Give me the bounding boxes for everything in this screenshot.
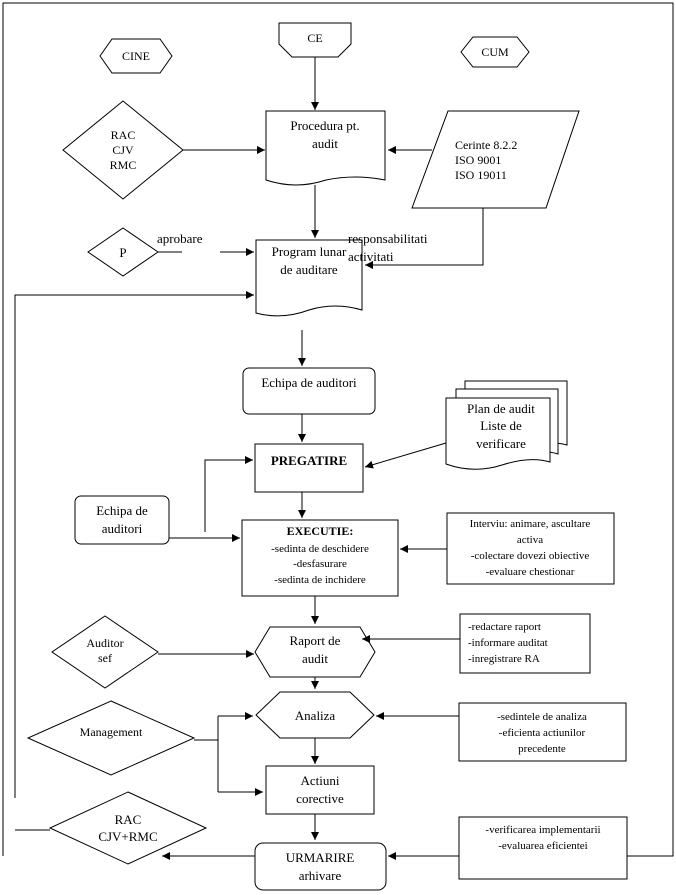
roles-line3: RMC bbox=[110, 158, 137, 172]
feedback-loop-arrow bbox=[14, 291, 254, 798]
team2-box: Echipa de auditori bbox=[74, 495, 170, 545]
corrective-line2: corective bbox=[296, 791, 344, 806]
responsibilities-line2: activitati bbox=[348, 249, 394, 264]
approval-actor: P bbox=[119, 245, 126, 260]
corrective-line1: Actiuni bbox=[301, 773, 340, 788]
roles-line2: CJV bbox=[112, 143, 134, 157]
procedure-line2: audit bbox=[312, 136, 338, 151]
followup-line2: arhivare bbox=[299, 868, 342, 883]
plan-line3: verificare bbox=[476, 436, 526, 451]
lead-auditor-diamond: Auditor sef bbox=[51, 615, 159, 689]
roles-diamond: RAC CJV RMC bbox=[62, 100, 184, 200]
requirements-line1: Cerinte 8.2.2 bbox=[455, 138, 517, 152]
interview-line1: Interviu: animare, ascultare bbox=[470, 518, 591, 530]
analysis-label: Analiza bbox=[295, 708, 336, 723]
management-label: Management bbox=[80, 725, 143, 739]
program-line2: de auditare bbox=[280, 262, 338, 277]
report-notes-line2: -informare auditat bbox=[468, 637, 548, 649]
interview-line3: -colectare dovezi obiective bbox=[471, 550, 590, 562]
management-diamond: Management bbox=[26, 700, 196, 776]
interview-box: Interviu: animare, ascultare activa -col… bbox=[446, 512, 615, 585]
followup-notes-box: -verificarea implementarii -evaluarea ef… bbox=[458, 816, 628, 880]
report-notes-line3: -inregistrare RA bbox=[468, 653, 540, 665]
program-document: Program lunar de auditare bbox=[255, 239, 363, 317]
lead-auditor-line2: sef bbox=[98, 651, 112, 665]
execution-title: EXECUTIE: bbox=[287, 524, 354, 538]
requirements-line2: ISO 9001 bbox=[455, 153, 501, 167]
report-line1: Raport de bbox=[290, 633, 341, 648]
report-notes-line1: -redactare raport bbox=[468, 621, 541, 633]
execution-line3: -sedinta de inchidere bbox=[274, 574, 366, 586]
roles2-line2: CJV+RMC bbox=[98, 829, 157, 844]
cum-header: CUM bbox=[460, 36, 530, 68]
cine-header: CINE bbox=[99, 38, 173, 74]
roles2-line1: RAC bbox=[115, 812, 142, 827]
team-box: Echipa de auditori bbox=[242, 367, 376, 415]
execution-box: EXECUTIE: -sedinta de deschidere -desfas… bbox=[241, 519, 399, 597]
interview-line2: activa bbox=[517, 534, 543, 546]
cum-label: CUM bbox=[481, 45, 509, 59]
procedure-line1: Procedura pt. bbox=[290, 118, 359, 133]
prep-label: PREGATIRE bbox=[271, 453, 347, 468]
approval-label: aprobare bbox=[157, 231, 203, 246]
lead-auditor-line1: Auditor bbox=[86, 636, 123, 650]
followup-line1: URMARIRE bbox=[286, 850, 355, 865]
plan-documents: Plan de audit Liste de verificare bbox=[445, 380, 568, 470]
plan-line2: Liste de bbox=[480, 418, 522, 433]
analysis-notes-line3: precedente bbox=[518, 743, 566, 755]
execution-line2: -desfasurare bbox=[293, 558, 347, 570]
arrow-team2-prep bbox=[204, 456, 253, 532]
cine-label: CINE bbox=[122, 49, 150, 63]
approval-diamond: P bbox=[87, 227, 159, 277]
interview-line4: -evaluare chestionar bbox=[486, 566, 575, 578]
followup-notes-line1: -verificarea implementarii bbox=[485, 824, 600, 836]
roles-line1: RAC bbox=[111, 128, 136, 142]
prep-box: PREGATIRE bbox=[254, 443, 364, 493]
report-notes-box: -redactare raport -informare auditat -in… bbox=[459, 613, 591, 674]
team2-line1: Echipa de bbox=[96, 503, 148, 518]
requirements-line3: ISO 19011 bbox=[455, 168, 507, 182]
report-box: Raport de audit bbox=[254, 626, 376, 678]
team-label: Echipa de auditori bbox=[261, 375, 357, 390]
team2-line2: auditori bbox=[102, 521, 143, 536]
execution-line1: -sedinta de deschidere bbox=[271, 543, 369, 555]
followup-box: URMARIRE arhivare bbox=[254, 842, 387, 891]
responsibilities-line1: responsabilitati bbox=[348, 231, 428, 246]
roles2-diamond: RAC CJV+RMC bbox=[48, 791, 208, 865]
arrow-plan-prep bbox=[364, 442, 447, 469]
outer-frame bbox=[2, 2, 674, 857]
plan-line1: Plan de audit bbox=[467, 401, 535, 416]
followup-notes-line2: -evaluarea eficientei bbox=[498, 840, 587, 852]
ce-label: CE bbox=[307, 31, 322, 45]
program-line1: Program lunar bbox=[272, 244, 347, 259]
analysis-notes-line2: -eficienta actiunilor bbox=[499, 727, 586, 739]
report-line2: audit bbox=[302, 651, 328, 666]
procedure-document: Procedura pt. audit bbox=[265, 110, 386, 186]
arrow-requirements-program bbox=[365, 208, 484, 269]
analysis-notes-line1: -sedintele de analiza bbox=[497, 711, 587, 723]
analysis-notes-box: -sedintele de analiza -eficienta actiuni… bbox=[458, 702, 627, 762]
requirements-box: Cerinte 8.2.2 ISO 9001 ISO 19011 bbox=[411, 110, 580, 209]
ce-header: CE bbox=[278, 22, 352, 58]
corrective-box: Actiuni corective bbox=[265, 765, 375, 815]
analysis-box: Analiza bbox=[255, 691, 375, 739]
